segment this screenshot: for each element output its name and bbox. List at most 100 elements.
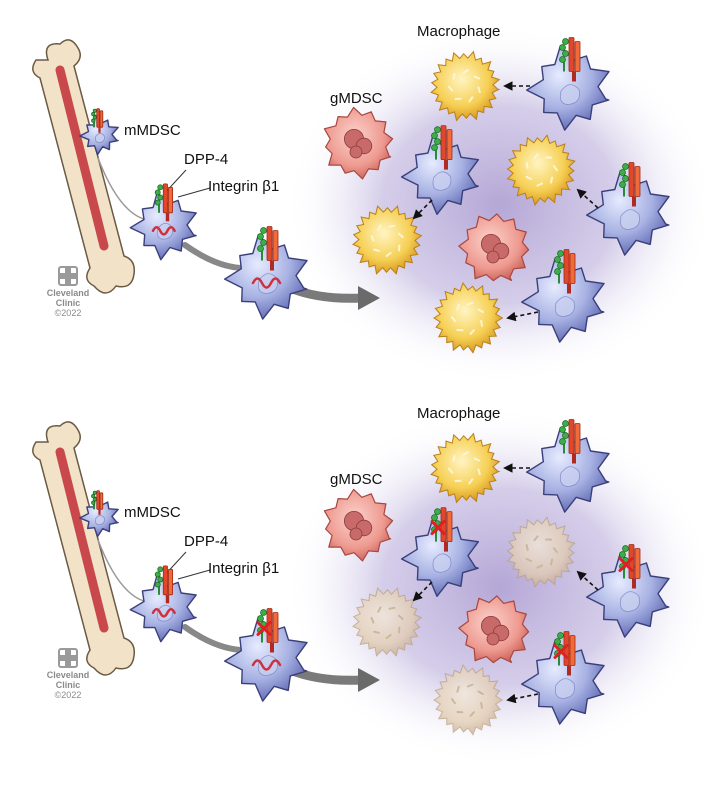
macrophage-granule (373, 248, 381, 252)
macrophage-granule (525, 543, 529, 551)
integrin-bar (96, 108, 100, 128)
macrophage-granule (370, 234, 375, 242)
integrin-label: Integrin β1 (208, 560, 280, 577)
dpp4-bead (434, 126, 441, 134)
dpp4-bead (91, 500, 96, 505)
macrophage-granule (525, 175, 533, 181)
dpp4-bead (622, 545, 629, 552)
integrin-receptor (96, 490, 104, 515)
dpp4-bead (559, 56, 566, 63)
dpp4-receptor (559, 38, 569, 72)
macrophage-cell (430, 432, 501, 504)
dpp4-bead (91, 494, 96, 499)
gmdsc-cell (323, 488, 394, 562)
leader-line (177, 187, 211, 198)
integrin-bar (162, 565, 168, 596)
macrophage-granule (480, 701, 483, 709)
macrophage-granule (477, 690, 484, 695)
dpp4-bead (92, 497, 97, 502)
migration-path (97, 157, 149, 221)
dpp4-bead (559, 44, 566, 51)
dpp4-bead (554, 638, 561, 645)
dpp4-bead (559, 438, 566, 445)
integrin-bar (634, 548, 641, 579)
block-x-icon (256, 621, 272, 636)
mmdsc-label: mMDSC (124, 504, 181, 521)
integrin-tail (98, 509, 101, 515)
logo-line1: Cleveland (46, 288, 90, 298)
dpp4-bead (157, 184, 164, 191)
integrin-bar (99, 110, 104, 128)
macrophage-cell (352, 205, 423, 275)
macrophage-granule (477, 468, 481, 476)
dpp4-label: DPP-4 (184, 533, 229, 550)
integrin-tail (270, 642, 274, 653)
integrin-receptor (568, 419, 581, 464)
dpp4-receptor (154, 566, 164, 595)
integrin-tail (444, 159, 448, 170)
migration-arrowhead (358, 668, 380, 692)
macrophage-granule (373, 630, 381, 634)
migration-arrowhead (358, 286, 380, 310)
cleveland-clinic-logo: Cleveland Clinic ©2022 (38, 266, 98, 319)
gmdsc-nucleus-lobe (349, 145, 363, 159)
cleveland-clinic-logo: Cleveland Clinic ©2022 (38, 648, 98, 701)
dpp4-bead (154, 199, 161, 206)
macrophage-granule (477, 308, 484, 313)
dpp4-receptor (154, 184, 164, 213)
bone-illustration (32, 421, 136, 676)
macrophage-granule (452, 72, 456, 80)
macrophage-membrane (433, 664, 504, 736)
leader-line (177, 569, 211, 580)
dpp4-bead (257, 245, 264, 252)
dpp4-bead (619, 181, 626, 188)
dpp4-bead (92, 490, 97, 495)
dpp4-bead (154, 581, 161, 588)
mmdsc-nucleus (559, 84, 580, 105)
macrophage-membrane (433, 282, 504, 354)
dpp4-bead (157, 576, 164, 583)
mmdsc-cell (224, 608, 308, 702)
integrin-receptor (162, 183, 174, 222)
dpp4-label: DPP-4 (184, 151, 229, 168)
dpp4-receptor (431, 126, 441, 160)
dpp4-bead (434, 138, 441, 146)
macrophage-granule (377, 224, 382, 231)
macrophage-granule (469, 329, 475, 335)
mmdsc-nucleus (619, 591, 640, 612)
mmdsc-cell (526, 37, 610, 131)
dpp4-bead (431, 514, 438, 521)
block-x-icon (553, 644, 569, 659)
macrophage-membrane (352, 587, 423, 657)
dpp4-bead (431, 144, 438, 152)
integrin-tail (165, 212, 170, 222)
bone-marrow (55, 447, 109, 633)
integrin-receptor (563, 249, 576, 294)
integrin-receptor (440, 125, 453, 170)
macrophage-granule (377, 606, 382, 613)
integrin-bar (574, 41, 581, 72)
mrna-squiggle (251, 277, 282, 289)
macrophage-membrane (506, 516, 576, 588)
integrin-tail (165, 594, 170, 604)
macrophage-granule (448, 85, 454, 92)
tumor-microenvironment (285, 407, 704, 767)
integrin-receptor (628, 162, 641, 207)
macrophage-cell (433, 282, 504, 354)
bone-marrow (55, 65, 109, 251)
dpp4-bead (431, 132, 438, 140)
macrophage-granule (385, 252, 392, 257)
gmdsc-label: gMDSC (330, 471, 383, 488)
macrophage-membrane (352, 205, 423, 275)
integrin-bar (266, 226, 273, 261)
dpp4-bead (257, 233, 264, 240)
integrin-bar (569, 253, 576, 284)
mmdsc-label: mMDSC (124, 122, 181, 139)
logo-copyright: ©2022 (54, 308, 82, 318)
dpp4-receptor (554, 250, 564, 284)
integrin-tail (567, 283, 571, 294)
dpp4-bead (619, 169, 626, 176)
gmdsc-nucleus-lobe (486, 250, 500, 264)
macrophage-granule (456, 303, 460, 311)
